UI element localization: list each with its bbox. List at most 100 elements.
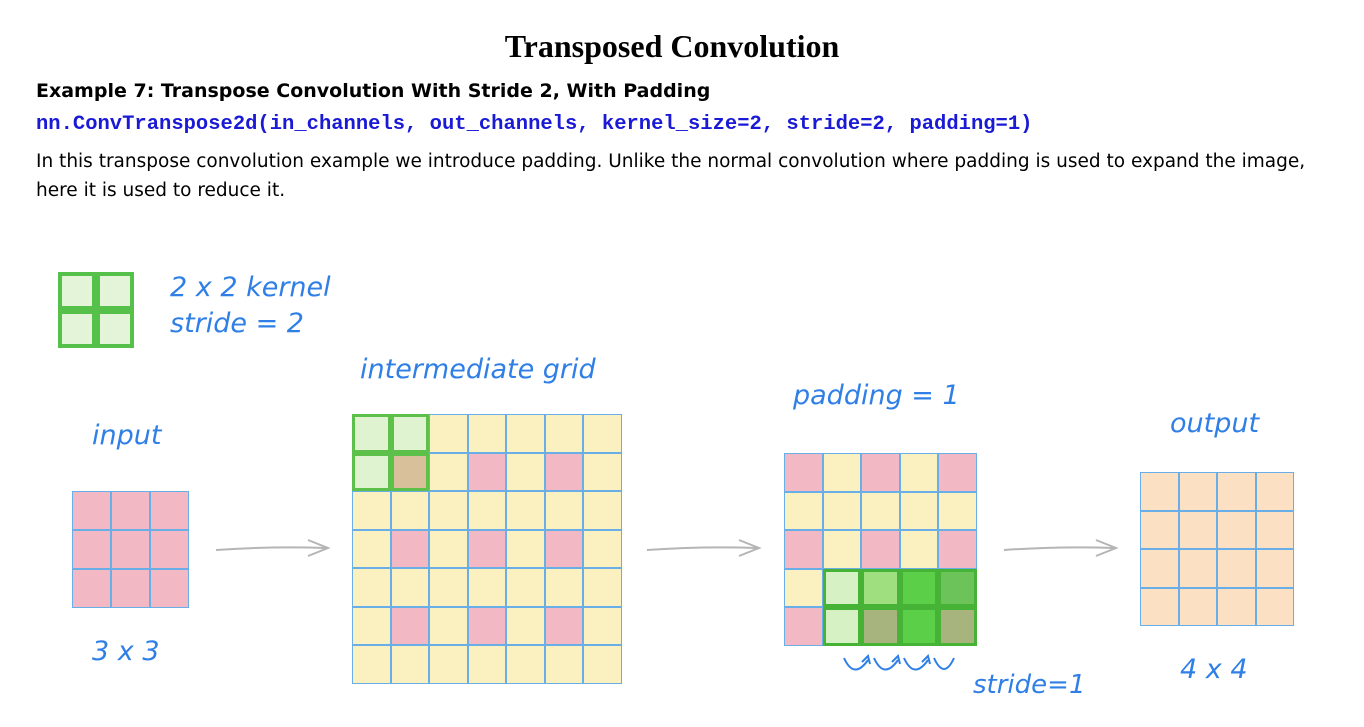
grid-cell <box>429 645 468 684</box>
kernel-overlay-cell <box>861 568 900 607</box>
grid-cell <box>583 452 622 491</box>
kernel-overlay-cell <box>352 414 391 453</box>
grid-cell <box>467 645 506 684</box>
grid-cell <box>390 568 429 607</box>
code-snippet: nn.ConvTranspose2d(in_channels, out_chan… <box>36 113 1033 136</box>
output-cell <box>1140 587 1179 626</box>
input-value-cell <box>390 606 429 645</box>
output-cell <box>1178 510 1217 549</box>
input-size-label: 3 x 3 <box>92 636 160 667</box>
grid-cell <box>822 491 861 530</box>
kernel-size-label: 2 x 2 kernel <box>170 272 331 303</box>
grid-cell <box>506 452 545 491</box>
grid-cell <box>429 606 468 645</box>
grid-cell <box>861 491 900 530</box>
output-cell <box>1140 472 1179 511</box>
kernel-overlay-cell <box>352 452 391 491</box>
grid-cell <box>583 606 622 645</box>
kernel-overlay-cell <box>938 568 977 607</box>
input-cell <box>111 530 150 569</box>
output-cell <box>1217 510 1256 549</box>
grid-cell <box>352 568 391 607</box>
grid-cell <box>506 491 545 530</box>
output-cell <box>1178 472 1217 511</box>
input-cell <box>150 530 189 569</box>
grid-cell <box>390 645 429 684</box>
kernel-overlay-cell <box>861 607 900 646</box>
input-value-cell <box>784 607 823 646</box>
input-value-cell <box>544 529 583 568</box>
grid-cell <box>352 491 391 530</box>
grid-cell <box>583 529 622 568</box>
grid-cell <box>352 645 391 684</box>
kernel-cell <box>96 272 134 310</box>
input-grid <box>72 491 189 608</box>
grid-cell <box>390 491 429 530</box>
output-cell <box>1140 549 1179 588</box>
output-cell <box>1255 587 1294 626</box>
padding-label: padding = 1 <box>793 380 960 411</box>
padded-grid <box>784 453 977 646</box>
input-value-cell <box>938 453 977 492</box>
output-cell <box>1217 587 1256 626</box>
output-cell <box>1255 510 1294 549</box>
grid-cell <box>899 453 938 492</box>
input-value-cell <box>467 606 506 645</box>
grid-cell <box>784 568 823 607</box>
input-cell <box>111 491 150 530</box>
input-cell <box>72 530 111 569</box>
input-cell <box>72 491 111 530</box>
grid-cell <box>583 414 622 453</box>
input-value-cell <box>938 530 977 569</box>
arrow-right-icon <box>215 539 331 557</box>
output-cell <box>1140 510 1179 549</box>
grid-cell <box>544 645 583 684</box>
grid-cell <box>544 414 583 453</box>
grid-cell <box>938 491 977 530</box>
kernel-overlay-cell <box>899 568 938 607</box>
input-label: input <box>92 420 162 451</box>
output-cell <box>1255 472 1294 511</box>
output-grid <box>1140 472 1294 626</box>
grid-cell <box>583 491 622 530</box>
grid-cell <box>506 645 545 684</box>
input-value-cell <box>544 452 583 491</box>
grid-cell <box>506 606 545 645</box>
input-value-cell <box>861 453 900 492</box>
kernel-overlay-cell <box>938 607 977 646</box>
output-cell <box>1178 587 1217 626</box>
grid-cell <box>429 491 468 530</box>
grid-cell <box>352 606 391 645</box>
kernel-cell <box>58 272 96 310</box>
input-value-cell <box>544 606 583 645</box>
kernel-over-input-cell <box>390 452 429 491</box>
output-cell <box>1217 549 1256 588</box>
kernel-overlay-cell <box>899 607 938 646</box>
kernel-overlay-cell <box>822 607 861 646</box>
grid-cell <box>429 452 468 491</box>
example-heading: Example 7: Transpose Convolution With St… <box>36 80 711 102</box>
grid-cell <box>429 414 468 453</box>
grid-cell <box>429 568 468 607</box>
kernel-icon <box>58 272 134 348</box>
input-value-cell <box>784 530 823 569</box>
input-value-cell <box>467 529 506 568</box>
input-cell <box>150 569 189 608</box>
output-cell <box>1255 549 1294 588</box>
input-value-cell <box>390 529 429 568</box>
input-value-cell <box>467 452 506 491</box>
grid-cell <box>583 645 622 684</box>
grid-cell <box>583 568 622 607</box>
output-cell <box>1178 549 1217 588</box>
grid-cell <box>506 568 545 607</box>
stride-arrows-icon <box>843 654 955 671</box>
page-title: Transposed Convolution <box>504 28 840 64</box>
grid-cell <box>544 491 583 530</box>
kernel-cell <box>96 310 134 348</box>
grid-cell <box>822 453 861 492</box>
grid-cell <box>352 529 391 568</box>
description-paragraph: In this transpose convolution example we… <box>36 151 1306 201</box>
intermediate-grid <box>352 414 622 684</box>
grid-cell <box>899 491 938 530</box>
kernel-cell <box>58 310 96 348</box>
